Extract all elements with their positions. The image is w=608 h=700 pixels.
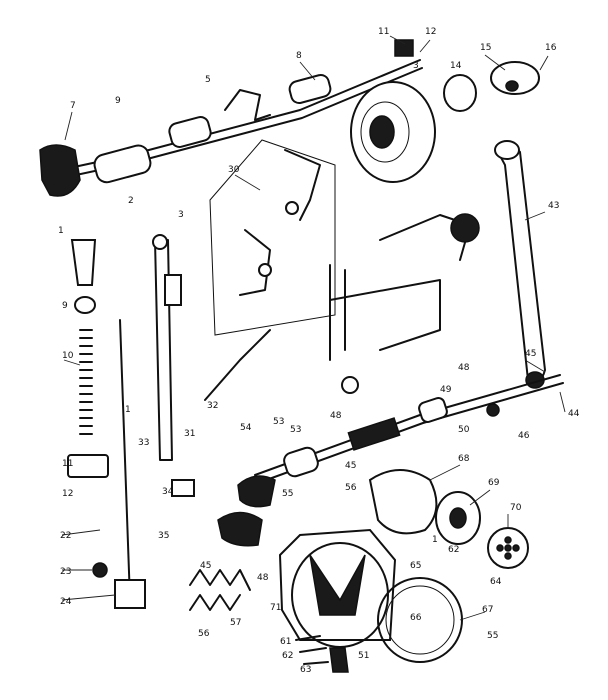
callout-label: 31 — [184, 429, 195, 439]
callout-label: 48 — [330, 411, 342, 421]
guide-block-part — [67, 454, 109, 478]
callout-label: 2 — [128, 196, 134, 206]
callout-label: 45 — [525, 349, 536, 359]
presser-foot-part — [114, 579, 146, 609]
linkage-arm-part — [284, 149, 321, 221]
callout-label: 11 — [62, 459, 73, 469]
callout-label: 67 — [482, 605, 493, 615]
callout-label: 24 — [60, 597, 72, 607]
lower-shaft-gear-part — [347, 417, 401, 451]
callout-label: 45 — [200, 561, 211, 571]
collar-part — [74, 296, 96, 314]
callout-label: 65 — [410, 561, 421, 571]
callout-label: 53 — [273, 417, 284, 427]
callout-label: 63 — [300, 665, 311, 675]
thumbscrew-part — [92, 562, 108, 578]
screws-part — [295, 635, 329, 665]
callout-label: 12 — [62, 489, 73, 499]
race-cover-part — [377, 577, 463, 663]
callout-label: 9 — [62, 301, 68, 311]
bobbin-case-part — [368, 469, 438, 535]
callout-label: 5 — [205, 75, 211, 85]
callout-label: 43 — [548, 201, 559, 211]
presser-bar-part — [119, 319, 131, 601]
callout-label: 3 — [413, 61, 419, 71]
leader-lines — [61, 35, 566, 621]
callout-label: 35 — [158, 531, 169, 541]
bar-bushing-part — [70, 239, 97, 286]
callout-label: 50 — [458, 425, 470, 435]
bracket-link-part — [239, 229, 271, 296]
callout-label: 71 — [270, 603, 281, 613]
needle-clamp-part — [171, 479, 195, 497]
callout-label: 62 — [282, 651, 293, 661]
callout-label: 51 — [358, 651, 369, 661]
pulley-wheel — [350, 61, 540, 183]
callout-label: 61 — [280, 637, 291, 647]
gear-disc-part — [490, 61, 540, 95]
callout-label: 70 — [510, 503, 522, 513]
callout-label: 62 — [448, 545, 459, 555]
latch-part — [329, 647, 349, 673]
callout-label: 3 — [178, 210, 184, 220]
callout-label: 55 — [282, 489, 293, 499]
callout-label: 56 — [345, 483, 357, 493]
callout-label: 48 — [458, 363, 470, 373]
handwheel-hub-part — [39, 144, 81, 197]
tension-lever-part — [204, 329, 271, 401]
feed-cam — [189, 475, 276, 611]
callout-label: 7 — [70, 101, 76, 111]
shaft-collar-part — [168, 116, 212, 148]
callout-label: 69 — [488, 478, 500, 488]
callout-label: 48 — [257, 573, 269, 583]
callout-label: 22 — [60, 531, 71, 541]
shaft-bushing-part — [93, 144, 152, 184]
feed-dog-part — [189, 569, 251, 611]
connecting-rod — [494, 140, 547, 389]
callout-label: 30 — [228, 165, 240, 175]
feed-wheel-part — [450, 213, 480, 243]
callout-label: 11 — [378, 27, 389, 37]
spring-plate-part — [443, 74, 477, 112]
shuttle-assembly — [278, 469, 529, 673]
shaft-end-cap-part — [394, 39, 414, 57]
callout-label: 10 — [62, 351, 74, 361]
linkage-inset — [209, 139, 336, 336]
callout-label: 44 — [568, 409, 580, 419]
crank-part — [224, 89, 271, 121]
callout-label: 45 — [345, 461, 356, 471]
callout-label: 12 — [425, 27, 436, 37]
needle-bar-frame — [152, 234, 271, 497]
callout-label: 8 — [296, 51, 302, 61]
upper-arm-shaft — [39, 39, 423, 197]
callout-label: 16 — [545, 43, 557, 53]
callout-label: 57 — [230, 618, 241, 628]
spring-part — [79, 329, 93, 435]
callout-label: 1 — [125, 405, 131, 415]
callout-label: 32 — [207, 401, 218, 411]
callout-label: 34 — [162, 487, 174, 497]
callout-label: 9 — [115, 96, 121, 106]
callout-label: 1 — [432, 535, 438, 545]
callout-label: 68 — [458, 454, 470, 464]
callout-label: 1 — [58, 226, 64, 236]
callout-label: 15 — [480, 43, 491, 53]
callout-label: 23 — [60, 567, 71, 577]
callout-label: 14 — [450, 61, 462, 71]
callout-label: 54 — [240, 423, 252, 433]
rocker-frame — [329, 213, 480, 394]
lower-arm-shaft — [254, 374, 564, 484]
callout-label: 55 — [487, 631, 498, 641]
callout-label: 49 — [440, 385, 452, 395]
callout-label: 33 — [138, 438, 149, 448]
callout-label: 66 — [410, 613, 422, 623]
callout-label: 46 — [518, 431, 530, 441]
callout-label: 56 — [198, 629, 210, 639]
callout-label: 53 — [290, 425, 301, 435]
callout-label: 64 — [490, 577, 502, 587]
upper-bushing-part — [288, 73, 332, 105]
presser-bar-assembly — [67, 239, 146, 609]
